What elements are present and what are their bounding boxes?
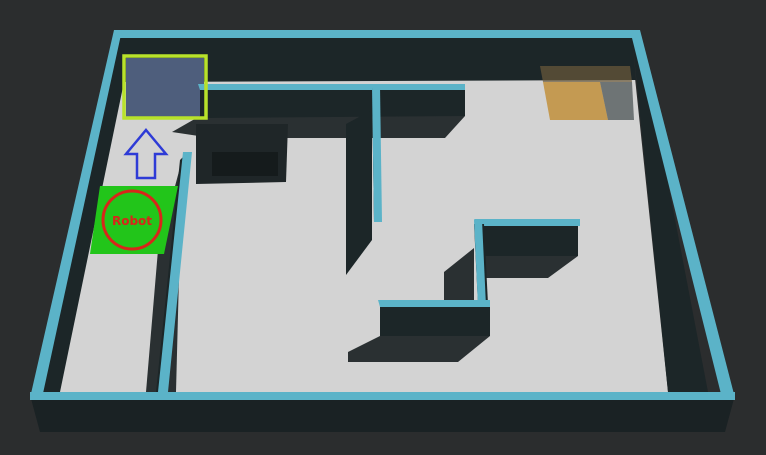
outer-wall-right-cap (630, 30, 735, 398)
target-highlight-icon (122, 54, 208, 120)
wall-zigzag-bottom-cap (378, 300, 490, 307)
wall-zigzag-top-shadow (484, 256, 578, 278)
goal-zone-back (540, 66, 632, 82)
shadow-block-inner (212, 152, 278, 176)
robot-label: Robot (112, 214, 152, 228)
wall-vertical-middle-shadow (346, 110, 372, 275)
wall-zigzag-bottom-shadow (348, 336, 490, 362)
right-wall-face (632, 36, 708, 392)
wall-zigzag-vertical-shadow (444, 248, 474, 304)
wall-zigzag-vertical-cap (474, 220, 486, 306)
wall-left-corridor-cap (158, 152, 192, 392)
outer-wall-top-cap (114, 30, 640, 38)
wall-top-horizontal-face (200, 88, 465, 118)
wall-top-horizontal-cap (198, 84, 465, 90)
up-arrow-icon (123, 128, 169, 180)
outer-wall-bottom-cap (30, 392, 735, 400)
goal-zone (543, 82, 608, 120)
target-region (126, 58, 204, 118)
outer-wall-left-cap (30, 30, 122, 398)
wall-zigzag-bottom-face (380, 306, 490, 336)
robot-marker-icon (101, 189, 163, 251)
goal-zone-shadow (600, 82, 634, 120)
wall-zigzag-top-cap (474, 219, 580, 226)
wall-vertical-middle-cap (372, 86, 382, 222)
board-base (30, 395, 735, 432)
back-wall-face (118, 36, 636, 82)
wall-zigzag-top-face (484, 224, 578, 256)
